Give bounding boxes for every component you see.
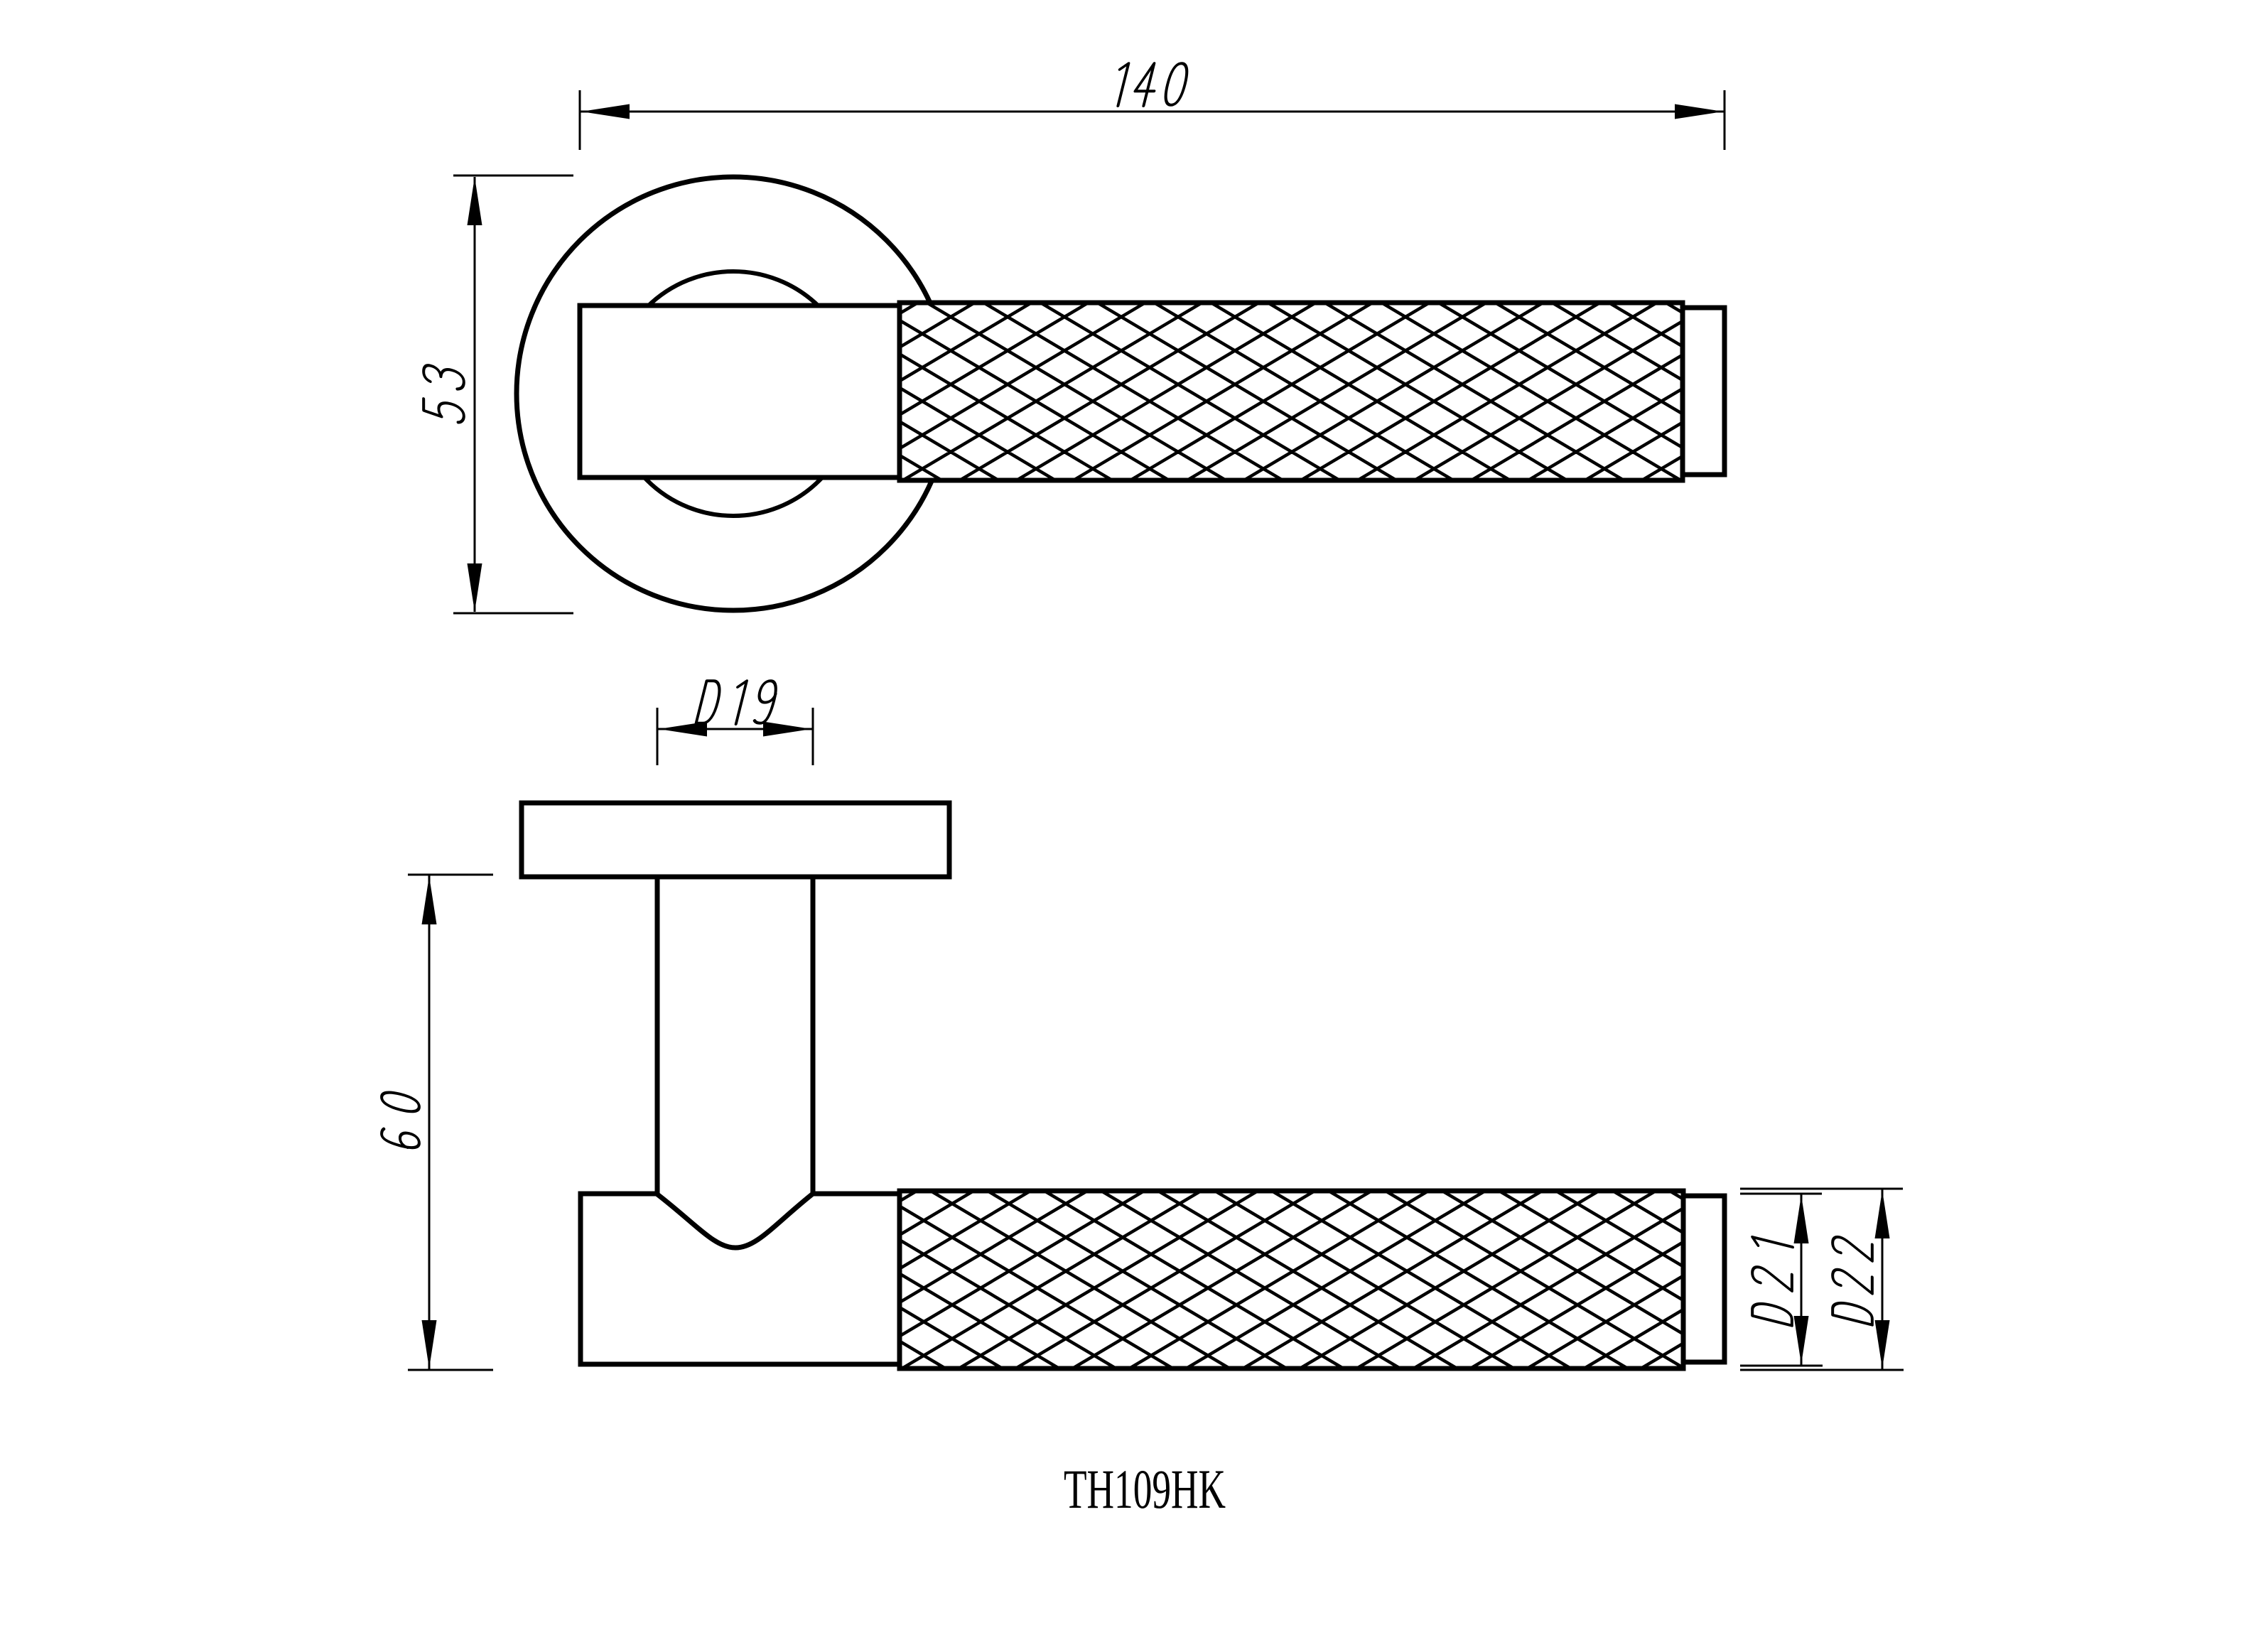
- svg-text:TH109HK: TH109HK: [1064, 1458, 1226, 1520]
